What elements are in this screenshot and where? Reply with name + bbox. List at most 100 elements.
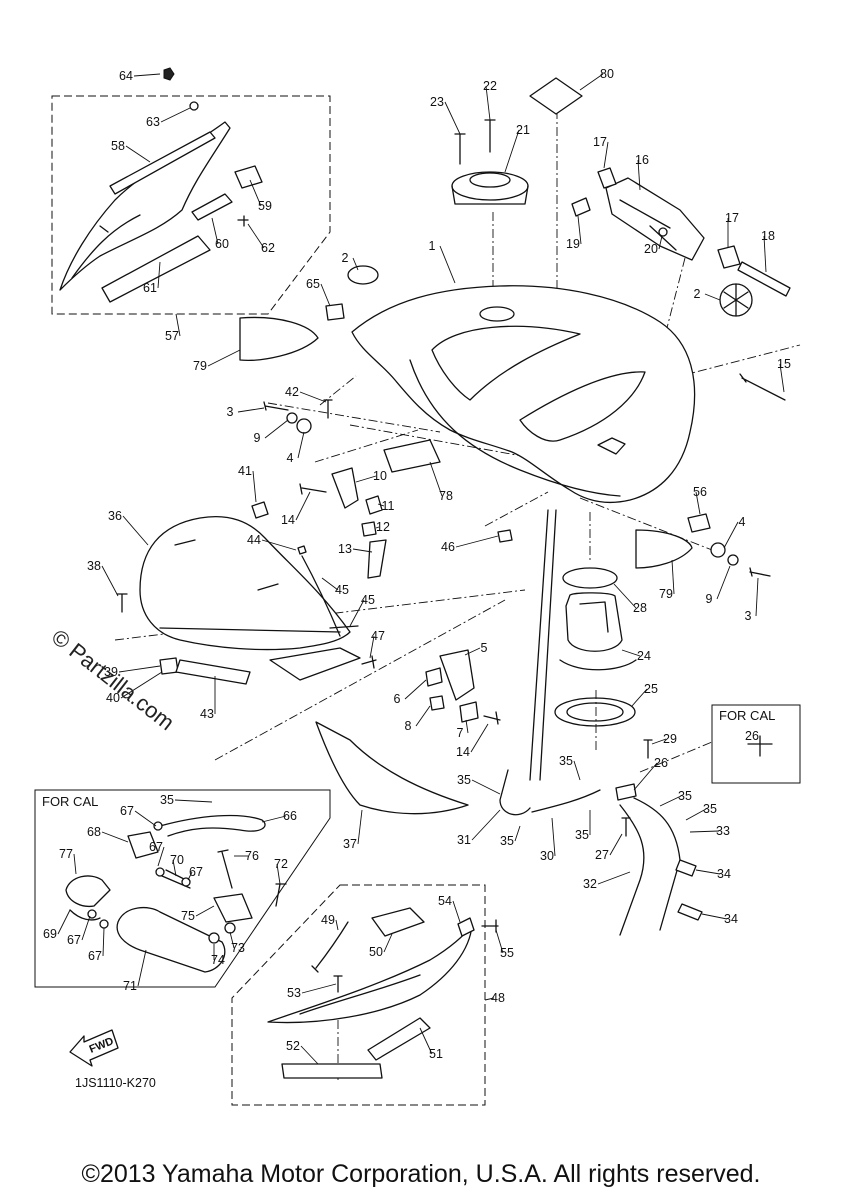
- damper-74: [208, 932, 220, 944]
- damper-39: [159, 657, 179, 675]
- screw-38: [116, 593, 128, 613]
- callout-76: 76: [245, 849, 259, 863]
- rubber-59: [234, 165, 263, 189]
- leader-line-7: [465, 719, 469, 734]
- bolt-76: [217, 849, 233, 889]
- leader-line-41: [252, 470, 257, 503]
- callout-63: 63: [146, 115, 160, 129]
- damper-7: [459, 701, 479, 723]
- callout-48: 48: [491, 991, 505, 1005]
- leader-line-61: [157, 261, 161, 289]
- for-cal-canister-box: [34, 789, 331, 988]
- callout-45b: 45: [361, 593, 375, 607]
- bolt-47: [361, 655, 377, 669]
- callout-9b: 9: [706, 592, 713, 606]
- leader-line-2b: [704, 293, 721, 301]
- leader-line-18: [763, 235, 767, 273]
- leader-lines: [57, 73, 785, 1065]
- bolt-72: [275, 883, 287, 907]
- leader-line-80: [579, 73, 604, 91]
- side-cover-lower-detail: [299, 974, 421, 1015]
- callout-6: 6: [394, 692, 401, 706]
- gasket-25: [554, 697, 636, 727]
- screw-62: [237, 215, 249, 227]
- clip-67d: [87, 909, 97, 919]
- cover-37: [315, 721, 469, 815]
- callout-35e: 35: [703, 802, 717, 816]
- leader-line-1: [439, 245, 456, 284]
- leader-line-15: [779, 363, 785, 393]
- damper-54: [457, 917, 475, 937]
- leader-line-42: [299, 391, 327, 403]
- callout-4a: 4: [287, 451, 294, 465]
- callout-17a: 17: [593, 135, 607, 149]
- callout-46: 46: [441, 540, 455, 554]
- nut-63: [189, 101, 199, 111]
- callout-68: 68: [87, 825, 101, 839]
- leader-line-27: [609, 833, 623, 856]
- callout-35f: 35: [575, 828, 589, 842]
- leader-line-31: [471, 809, 501, 841]
- leader-line-9a: [264, 419, 289, 439]
- callout-67e: 67: [88, 949, 102, 963]
- callout-13: 13: [338, 542, 352, 556]
- callout-54: 54: [438, 894, 452, 908]
- screw-20: [658, 227, 668, 237]
- callout-33: 33: [716, 824, 730, 838]
- callout-28: 28: [633, 601, 647, 615]
- callout-23: 23: [430, 95, 444, 109]
- grommet-17a: [597, 167, 617, 189]
- leader-line-65: [320, 283, 331, 307]
- gasket-25-inner: [566, 702, 624, 722]
- collar-12: [361, 521, 377, 537]
- reference-line: [349, 424, 523, 457]
- leader-line-8: [415, 705, 431, 727]
- leader-line-48: [484, 997, 495, 1001]
- leader-line-55: [495, 929, 504, 954]
- damper-78: [383, 439, 441, 473]
- callout-29: 29: [663, 732, 677, 746]
- callout-9a: 9: [254, 431, 261, 445]
- leader-line-33: [689, 830, 720, 833]
- leader-line-36: [122, 515, 149, 546]
- bolt-27: [621, 817, 631, 837]
- callout-26a: 26: [745, 729, 759, 743]
- leader-line-35c: [174, 799, 213, 803]
- callout-79a: 79: [193, 359, 207, 373]
- callout-53: 53: [287, 986, 301, 1000]
- side-cover-left: [59, 121, 231, 291]
- callout-3a: 3: [227, 405, 234, 419]
- stay-5: [439, 649, 475, 701]
- bracket-19: [571, 197, 591, 217]
- callout-14b: 14: [456, 745, 470, 759]
- bolt-3b: [749, 567, 771, 577]
- callout-35d: 35: [678, 789, 692, 803]
- cowling-36-detail: [159, 539, 341, 633]
- reference-line: [214, 599, 506, 761]
- callout-69: 69: [43, 927, 57, 941]
- callout-39: 39: [104, 665, 118, 679]
- cover-79a: [239, 316, 319, 361]
- callout-75: 75: [181, 909, 195, 923]
- leader-line-67e: [102, 927, 105, 957]
- leader-line-12: [375, 526, 380, 529]
- copyright-notice: ©2013 Yamaha Motor Corporation, U.S.A. A…: [81, 1160, 761, 1188]
- screw-53: [333, 975, 343, 993]
- leader-line-73: [229, 931, 235, 949]
- callout-35a: 35: [559, 754, 573, 768]
- fuel-cap-base: [451, 185, 529, 205]
- leader-line-53: [301, 983, 337, 994]
- bolt-3a: [263, 401, 289, 411]
- fwd-arrow-icon: [69, 1029, 119, 1067]
- leader-line-6: [404, 679, 427, 700]
- clip-67a: [153, 821, 163, 831]
- bolt-22: [484, 119, 496, 153]
- leader-line-2a: [352, 257, 359, 271]
- leader-line-45a: [321, 577, 339, 591]
- leader-line-69: [57, 909, 71, 935]
- valve-68: [127, 831, 159, 859]
- callout-77: 77: [59, 847, 73, 861]
- leader-line-47: [369, 635, 375, 659]
- callout-24: 24: [637, 649, 651, 663]
- leader-line-29: [651, 738, 667, 745]
